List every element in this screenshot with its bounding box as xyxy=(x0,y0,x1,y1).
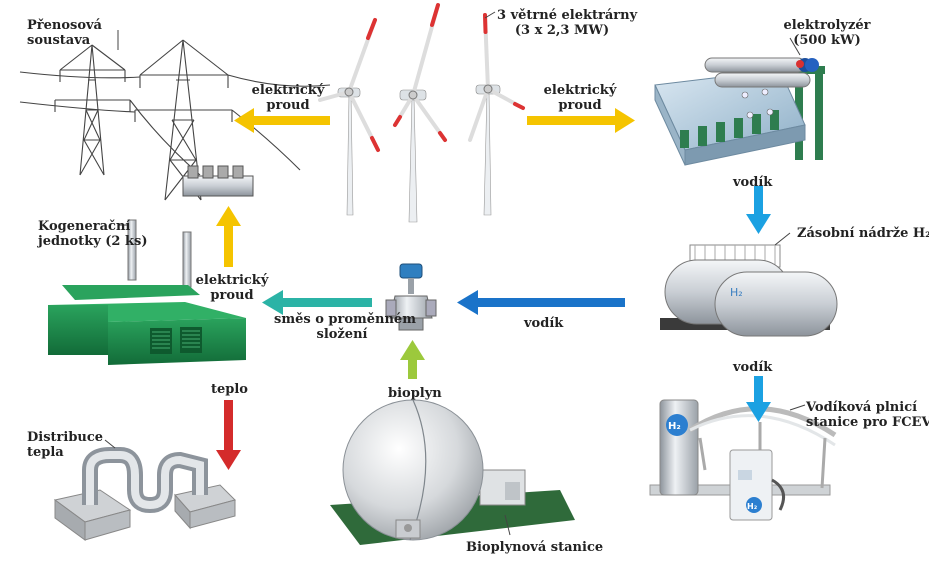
biogas-plant-leader-line xyxy=(504,514,511,536)
label-biogas: bioplyn xyxy=(388,386,442,401)
label-heat: teplo xyxy=(211,382,248,397)
biogas-plant-illustration xyxy=(330,399,575,545)
arrow-electric-left xyxy=(234,108,330,133)
flow-arrows xyxy=(216,108,771,470)
label-electrolyzer: elektrolyzér (500 kW) xyxy=(783,18,871,48)
label-filling-station: Vodíková plnicí stanice pro FCEV xyxy=(806,400,929,430)
label-gas-mix: směs o proměnném složení xyxy=(274,312,416,342)
station-leader-line xyxy=(789,404,806,411)
arrow-heat-down xyxy=(216,400,241,470)
label-heat-distribution: Distribuce tepla xyxy=(27,430,104,460)
tank-h2-mark: H₂ xyxy=(730,286,743,299)
label-cogeneration: Kogenerační jednotky (2 ks) xyxy=(38,219,148,249)
label-biogas-plant: Bioplynová stanice xyxy=(466,540,604,555)
label-storage-tanks: Zásobní nádrže H₂ xyxy=(797,226,929,241)
label-current-left: elektrický proud xyxy=(251,83,325,113)
electrolyzer-illustration xyxy=(654,57,825,166)
heat-dist-leader-line xyxy=(104,439,116,449)
arrow-biogas-up xyxy=(400,340,425,379)
cogeneration-units-illustration xyxy=(48,219,246,365)
label-hydrogen-1: vodík xyxy=(733,175,773,190)
arrow-mix-left xyxy=(262,290,372,315)
label-hydrogen-3: vodík xyxy=(733,360,773,375)
label-hydrogen-2: vodík xyxy=(524,316,564,331)
arrow-electric-up xyxy=(216,206,241,267)
storage-tanks-illustration: H₂ xyxy=(660,244,838,337)
arrow-hydrogen-down-2 xyxy=(746,376,771,422)
transmission-pylons-illustration xyxy=(19,39,331,201)
storage-leader-line xyxy=(774,232,791,246)
mixing-valve-illustration xyxy=(385,263,437,331)
heat-distribution-illustration xyxy=(53,447,236,541)
arrow-hydrogen-left xyxy=(457,290,625,315)
label-current-chp: elektrický proud xyxy=(195,273,269,303)
wind-leader-line xyxy=(484,11,496,19)
transformer-illustration xyxy=(182,165,254,197)
station-h2-mark: H₂ xyxy=(668,421,681,432)
arrow-hydrogen-down-1 xyxy=(746,186,771,234)
label-wind-turbines: 3 větrné elektrárny (3 x 2,3 MW) xyxy=(497,8,638,38)
wind-turbines-illustration xyxy=(318,3,525,223)
electrolyzer-leader-line xyxy=(789,37,801,56)
dispenser-h2-mark: H₂ xyxy=(747,502,758,511)
label-transmission-grid: Přenosová soustava xyxy=(27,18,102,48)
label-current-right: elektrický proud xyxy=(543,83,617,113)
arrow-electric-right xyxy=(527,108,635,133)
